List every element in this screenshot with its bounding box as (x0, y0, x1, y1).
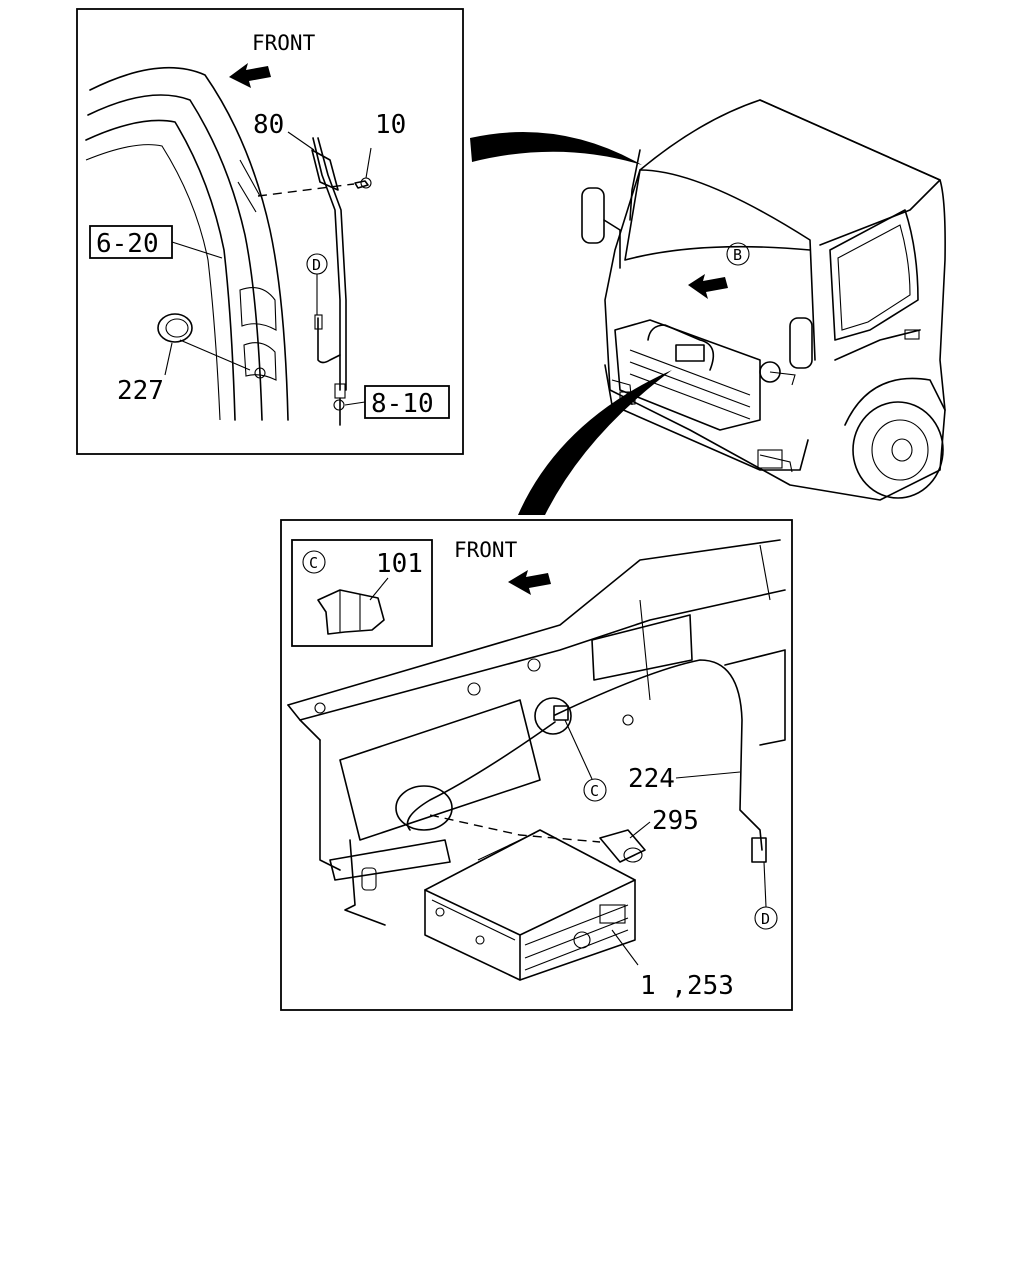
antenna-cable (317, 317, 341, 364)
roof-line (759, 99, 941, 246)
view-b-marker (726, 242, 750, 266)
wheel-hub (871, 419, 929, 481)
pointer-swoosh-top (470, 132, 642, 165)
connector-d-letter-bottom: D (761, 910, 770, 928)
pillar-hole (254, 367, 266, 379)
cable-clamp (553, 705, 569, 721)
cab-outline (604, 99, 946, 501)
leader-6-20 (171, 241, 223, 259)
door-handle (904, 329, 920, 340)
radio-unit-icon (424, 829, 636, 981)
cab-front-edge (639, 169, 816, 361)
cable-224-lower (406, 721, 556, 831)
radio-connector (675, 344, 705, 362)
inset-radio-detail: FRONT C 101 224 (280, 519, 793, 1011)
callout-227: 227 (117, 376, 164, 406)
grille-outline (614, 319, 761, 431)
alignment-line (429, 814, 601, 843)
windshield-bottom (624, 169, 811, 261)
detail-c-box (291, 539, 433, 647)
detail-c-letter: C (309, 554, 318, 572)
truck-cab-view: B (581, 99, 946, 501)
pointer-swoosh-bottom (518, 370, 672, 515)
pillar-edge-line (85, 144, 221, 421)
callout-295: 295 (652, 806, 699, 836)
bumper-line (604, 364, 809, 471)
leader-227-to-pillar (179, 339, 251, 371)
mirror-right (789, 317, 813, 369)
view-b-letter: B (733, 246, 742, 264)
leader-227 (164, 342, 173, 376)
mount-bracket (344, 839, 386, 926)
dash-recess-left (339, 699, 541, 841)
grommet-227-icon (157, 313, 193, 343)
pillar-cutout-1 (239, 287, 277, 331)
callout-1-253: 1 ,253 (640, 971, 734, 1001)
part-295-icon (599, 829, 646, 863)
ref-8-10: 8-10 (371, 389, 434, 419)
antenna-rod-shadow (317, 137, 347, 391)
view-b-arrow-icon (688, 274, 728, 299)
dash-recess-right (591, 614, 693, 681)
connector-c-marker (583, 778, 607, 802)
pillar-inner-line (85, 119, 236, 421)
radio-knob (573, 931, 591, 949)
dash-lower-shelf (329, 839, 451, 881)
cable-loop (395, 785, 453, 831)
callout-101: 101 (376, 549, 423, 579)
front-arrow-icon (229, 63, 271, 88)
dash-left-drop (319, 739, 341, 871)
front-arrow-bottom-icon (508, 570, 551, 595)
pillar-middle-line (87, 94, 263, 421)
pillar-slot (237, 159, 261, 213)
mounting-line (257, 183, 355, 197)
leader-8-10 (344, 401, 366, 406)
detail-c-marker (302, 550, 326, 574)
connector-c-letter: C (590, 782, 599, 800)
clip-101-icon (317, 589, 385, 635)
dash-top-edge (287, 539, 781, 706)
ref-box-6-20 (89, 225, 173, 259)
wheel-arch (844, 377, 946, 426)
harness-loop (647, 324, 715, 371)
dash-grommet (534, 697, 572, 735)
connector-d-letter-top: D (312, 256, 321, 274)
callout-224: 224 (628, 764, 675, 794)
dash-right-bracket (724, 649, 786, 746)
front-wheel (852, 401, 944, 499)
cable-224 (554, 659, 763, 851)
antenna-base (311, 149, 339, 191)
leader-10 (365, 147, 372, 179)
leader-224 (675, 771, 741, 779)
leader-80 (287, 131, 315, 151)
mirror-left (581, 187, 605, 244)
pillar-outer-line (89, 66, 289, 421)
antenna-plug (314, 314, 323, 330)
ref-6-20: 6-20 (96, 229, 159, 259)
ref-box-8-10 (364, 385, 450, 419)
front-label-top: FRONT (252, 31, 316, 55)
side-window (829, 209, 919, 341)
cab-antenna (629, 149, 641, 221)
cable-224-plug (751, 837, 767, 863)
antenna-clip (333, 399, 345, 411)
leader-1-253 (611, 929, 639, 966)
dash-upper-edge (299, 589, 786, 721)
radio-display (599, 904, 626, 924)
callout-80: 80 (253, 110, 284, 140)
pillar-cutout-2 (243, 342, 277, 381)
leader-295 (629, 821, 651, 839)
callout-10: 10 (375, 110, 406, 140)
fog-lamp-right (757, 449, 783, 469)
headlight-marker (759, 361, 781, 383)
door-line (834, 329, 921, 361)
inset-antenna-detail: FRONT 10 80 D 6-2 (76, 8, 464, 455)
radio-faceplate-lines (524, 904, 629, 971)
antenna-rod (312, 137, 341, 391)
front-label-bottom: FRONT (454, 538, 518, 562)
